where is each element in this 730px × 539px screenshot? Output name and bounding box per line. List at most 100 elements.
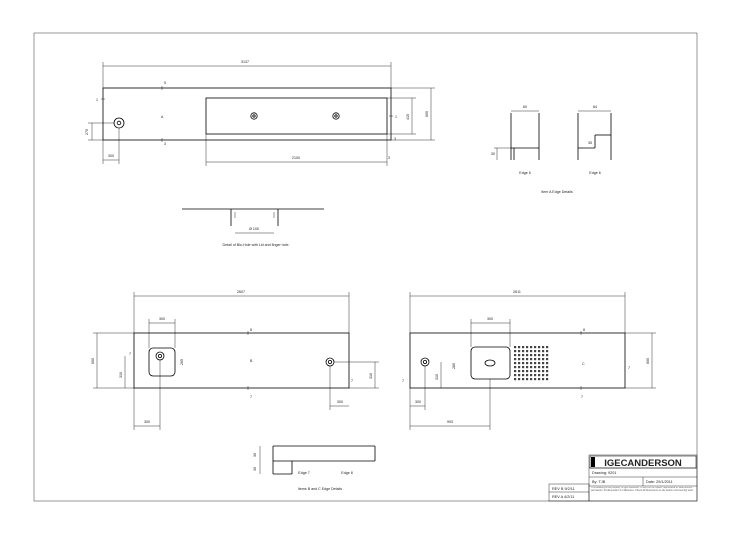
drainer-slot bbox=[526, 350, 529, 353]
dim-b-small-4: 7 bbox=[351, 379, 353, 383]
item-b-sink bbox=[148, 347, 176, 377]
drainer-slot bbox=[514, 378, 517, 381]
dim-a-small-d: 3 bbox=[164, 142, 166, 146]
drainer-slot bbox=[546, 370, 549, 373]
drainer-slot bbox=[518, 362, 521, 365]
dim-a-overall: 3137 bbox=[241, 60, 249, 64]
dim-c-small-4: 7 bbox=[628, 366, 630, 370]
drawing-date: Date: 29/1/2011 bbox=[646, 480, 673, 484]
drainer-slot bbox=[522, 350, 525, 353]
drainer-slot bbox=[546, 350, 549, 353]
drainer-slot bbox=[518, 370, 521, 373]
drainer-slot bbox=[546, 362, 549, 365]
dim-b-small-3: 7 bbox=[250, 395, 252, 399]
items-bc-edge-title: Items B and C Edge Details bbox=[298, 487, 342, 491]
dim-a-small-b: 1 bbox=[395, 115, 397, 119]
drainer-slot bbox=[514, 350, 517, 353]
drainer-slot bbox=[538, 374, 541, 377]
drainer-slot bbox=[522, 354, 525, 357]
drainer-slot bbox=[522, 362, 525, 365]
dim-a-inner: 2100 bbox=[292, 156, 300, 160]
drainer-slot bbox=[546, 346, 549, 349]
title-block-notes: This drawing is the property of Igec And… bbox=[591, 487, 694, 492]
drainer-slot bbox=[538, 346, 541, 349]
dim-c-small-1: 8 bbox=[583, 328, 585, 332]
drainer-slot bbox=[530, 354, 533, 357]
dim-edge78-a: 30 bbox=[253, 453, 257, 457]
logo-mark bbox=[591, 457, 595, 467]
dim-b-bottom-left: 300 bbox=[144, 420, 150, 424]
item-b-plan: 2607 300 265 600 310 300 300 310 8 7 7 7 bbox=[91, 290, 379, 430]
drainer-slot bbox=[522, 378, 525, 381]
drainer-slot bbox=[546, 374, 549, 377]
drainer-slot bbox=[522, 374, 525, 377]
drainer-slot bbox=[542, 370, 545, 373]
biohole-detail: Ø 100 Detail of Bio-Hole with Lid and fi… bbox=[182, 208, 324, 247]
item-c-sink bbox=[470, 346, 511, 380]
dim-c-bottom-left: 300 bbox=[415, 400, 421, 404]
drainer-slot bbox=[542, 374, 545, 377]
dim-a-depth: 600 bbox=[425, 111, 429, 117]
dim-b-small-2: 8 bbox=[250, 328, 252, 332]
item-b-label: B bbox=[250, 359, 253, 363]
drainer-slot bbox=[526, 378, 529, 381]
edge8-label: Edge 8 bbox=[341, 471, 352, 475]
drainer-slot bbox=[542, 378, 545, 381]
rev-a: REV A 4/2/11 bbox=[552, 495, 574, 499]
drainer-slot bbox=[522, 366, 525, 369]
drainer-slot bbox=[518, 346, 521, 349]
item-a-hole-large-inner bbox=[116, 120, 122, 126]
drainer-slot bbox=[538, 350, 541, 353]
dim-c-small-2: 7 bbox=[581, 395, 583, 399]
drainer-slot bbox=[514, 358, 517, 361]
drainer-slot bbox=[530, 366, 533, 369]
item-a-edge-title: Item A Edge Details bbox=[541, 190, 573, 194]
drainer-slot bbox=[518, 378, 521, 381]
drainer-slot bbox=[518, 358, 521, 361]
drainer-slot bbox=[526, 366, 529, 369]
dim-b-depth: 600 bbox=[91, 358, 95, 364]
dim-a-left-h: 270 bbox=[85, 129, 89, 135]
dim-c-sink-h: 280 bbox=[452, 363, 456, 369]
drainer-slot bbox=[530, 374, 533, 377]
dim-a-small-a: 1 bbox=[96, 98, 98, 102]
dim-c-overall: 2611 bbox=[513, 290, 521, 294]
drainer-slot bbox=[526, 358, 529, 361]
drainer-slot bbox=[526, 374, 529, 377]
dim-edge6-h: 35 bbox=[588, 141, 592, 145]
drainer-slot bbox=[546, 366, 549, 369]
item-b-tap-hole-inner bbox=[157, 353, 162, 358]
drainer-slot bbox=[534, 350, 537, 353]
drainer-slot bbox=[542, 358, 545, 361]
drainer-slot bbox=[530, 358, 533, 361]
drainer-slot bbox=[534, 374, 537, 377]
title-block: IGECANDERSON Drawing: 9201 By: TJB Date:… bbox=[548, 454, 698, 502]
dim-a-small-c: 5 bbox=[164, 81, 166, 85]
drainer-slot bbox=[546, 378, 549, 381]
drainer-slot bbox=[522, 358, 525, 361]
dim-c-sink-w: 300 bbox=[487, 317, 493, 321]
drainer-slot bbox=[530, 378, 533, 381]
drainer-slot bbox=[542, 350, 545, 353]
item-b-hole-inner bbox=[327, 359, 332, 364]
dim-edge78-b: 30 bbox=[253, 467, 257, 471]
drainer-slot bbox=[534, 354, 537, 357]
drainer-slot bbox=[526, 346, 529, 349]
drainer-slot bbox=[518, 374, 521, 377]
biohole-caption: Detail of Bio-Hole with Lid and finger h… bbox=[223, 243, 290, 247]
drainer-slot bbox=[538, 370, 541, 373]
drainer-slot bbox=[526, 370, 529, 373]
dim-c-bottom-span: 993 bbox=[447, 420, 453, 424]
dim-b-sink-w: 300 bbox=[159, 317, 165, 321]
item-b-outline bbox=[133, 332, 350, 389]
drainer-slot bbox=[518, 350, 521, 353]
drainer-slot bbox=[530, 370, 533, 373]
item-a-hole-large bbox=[113, 117, 125, 129]
dim-c-left-h: 310 bbox=[435, 374, 439, 380]
drainer-slot bbox=[534, 366, 537, 369]
drainer-slot bbox=[542, 346, 545, 349]
drainer-slot bbox=[526, 362, 529, 365]
item-c-drainer-grid bbox=[514, 346, 549, 381]
item-a-hole-2-inner bbox=[334, 114, 338, 118]
